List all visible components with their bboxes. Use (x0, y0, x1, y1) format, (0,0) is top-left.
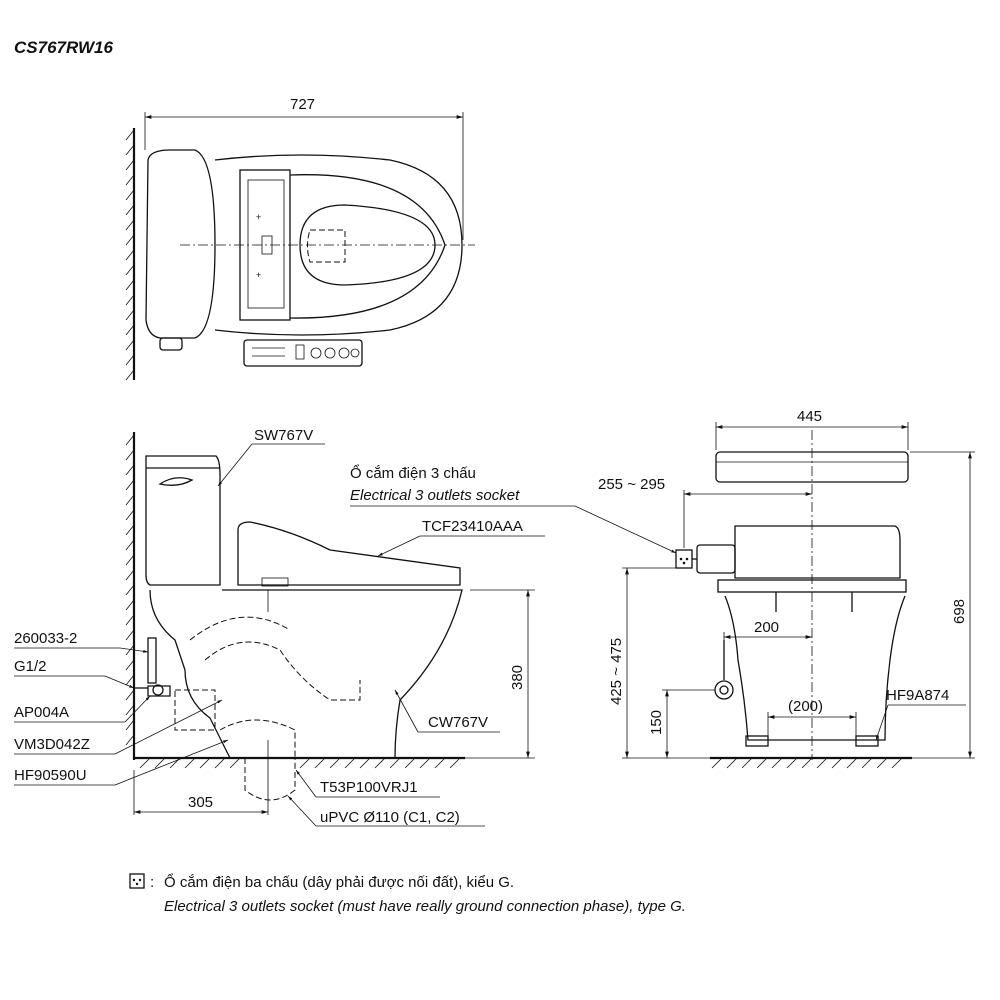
top-view-bowl (214, 154, 463, 336)
socket-callout-vi: Ổ cắm điện 3 chấu (350, 464, 476, 482)
front-view: 445 698 255 ~ 295 200 425 ~ 475 150 (200… (350, 408, 975, 769)
note: : Ổ cắm điện ba chấu (dây phải được nối … (129, 873, 686, 915)
top-width-label: 727 (290, 96, 315, 113)
note-en: Electrical 3 outlets socket (must have r… (164, 898, 686, 915)
tank-part-label: SW767V (254, 427, 313, 444)
electrical-socket (675, 549, 693, 569)
center-offset-label: 200 (754, 619, 779, 636)
tank-logo (158, 477, 194, 486)
side-view-bowl-back (149, 589, 231, 759)
bolt-spacing-label: (200) (788, 698, 823, 715)
angle-valve-handle (152, 684, 164, 696)
fixing-kit-part-label: HF9A874 (886, 687, 949, 704)
top-view-tank (145, 149, 216, 339)
bowl-part-label: CW767V (428, 714, 488, 731)
thread-part-label: G1/2 (14, 658, 47, 675)
side-view-bowl-front (222, 589, 463, 759)
floor-set-part-label: HF90590U (14, 767, 87, 784)
side-height-label: 380 (509, 665, 526, 690)
side-view-tank (145, 455, 221, 586)
valve-set-part-label: VM3D042Z (14, 736, 90, 753)
angle-valve-part-label: AP004A (14, 704, 69, 721)
seat-part-label: TCF23410AAA (422, 518, 523, 535)
flange-part-label: T53P100VRJ1 (320, 779, 418, 796)
svg-text:+: + (256, 212, 261, 222)
note-vi: Ổ cắm điện ba chấu (dây phải được nối đấ… (164, 873, 514, 891)
svg-text:+: + (256, 270, 261, 280)
pipe-part-label: uPVC Ø110 (C1, C2) (320, 809, 460, 826)
socket-callout-en: Electrical 3 outlets socket (350, 487, 520, 504)
flexible-hose (147, 637, 157, 684)
note-separator: : (150, 874, 154, 891)
side-depth-label: 305 (188, 794, 213, 811)
front-width-label: 445 (797, 408, 822, 425)
socket-icon (129, 873, 145, 889)
front-height-label: 698 (951, 599, 968, 624)
left-fixing-bracket (745, 735, 769, 747)
top-view: 727 + + (125, 96, 475, 381)
front-view-seat (734, 525, 901, 579)
hose-part-label: 260033-2 (14, 630, 77, 647)
remote-control (243, 339, 363, 367)
right-fixing-bracket (855, 735, 879, 747)
model-title: CS767RW16 (14, 38, 113, 57)
front-view-bowl (724, 595, 906, 741)
side-view-seat (237, 521, 461, 586)
valve-height-label: 150 (648, 710, 665, 735)
socket-offset-label: 255 ~ 295 (598, 476, 665, 493)
top-view-wall-hatch (125, 129, 135, 381)
supply-height-label: 425 ~ 475 (608, 638, 625, 705)
side-view: 380 305 SW767V TCF23410AAA CW767V 260033… (14, 427, 545, 827)
front-angle-valve (714, 680, 734, 700)
